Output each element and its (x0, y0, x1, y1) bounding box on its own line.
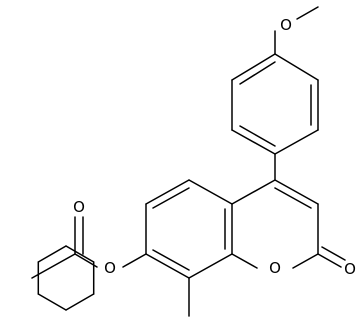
bond (231, 129, 276, 155)
bond-methyl-o (296, 6, 319, 20)
lactone-carbonyl (317, 246, 346, 268)
cyclohexane-bond (37, 245, 67, 263)
bond (231, 53, 276, 81)
pyrone-ring (231, 179, 319, 269)
bond (145, 253, 190, 279)
bond-c7-o (122, 253, 147, 268)
cyclohexane-ring (37, 245, 95, 311)
cyclohexane-bond (37, 293, 67, 311)
benzo-ring (145, 179, 233, 279)
atom-label-ester-o: O (104, 259, 116, 277)
bond-o1-c8a (231, 253, 258, 269)
atom-label-methoxy-o: O (280, 16, 292, 34)
bond (231, 179, 276, 205)
bond-inner (152, 187, 190, 209)
bond-inner (239, 125, 276, 147)
methoxyphenyl-ring (231, 53, 319, 155)
bond-co (317, 253, 342, 268)
methoxy-group (274, 6, 319, 55)
cyclohexane-bond (65, 293, 95, 311)
bond (274, 179, 319, 205)
bond-carbonyl-cyclohexyl (31, 253, 76, 279)
bond-inner (239, 61, 276, 85)
bond-c2-o1 (292, 253, 319, 269)
bond-inner (274, 187, 312, 209)
bond (188, 179, 233, 205)
bond (274, 129, 319, 155)
ester-linkage (31, 216, 98, 279)
bond-inner (152, 249, 190, 271)
bond (274, 53, 319, 81)
atom-label-carbonyl-o: O (344, 260, 356, 278)
atom-label-ring-o: O (269, 259, 281, 277)
atom-label-ester-carbonyl-o: O (73, 198, 85, 216)
bond (188, 253, 233, 279)
bond-co-double (321, 246, 346, 261)
cyclohexane-bond (65, 245, 95, 263)
bond (145, 179, 190, 205)
